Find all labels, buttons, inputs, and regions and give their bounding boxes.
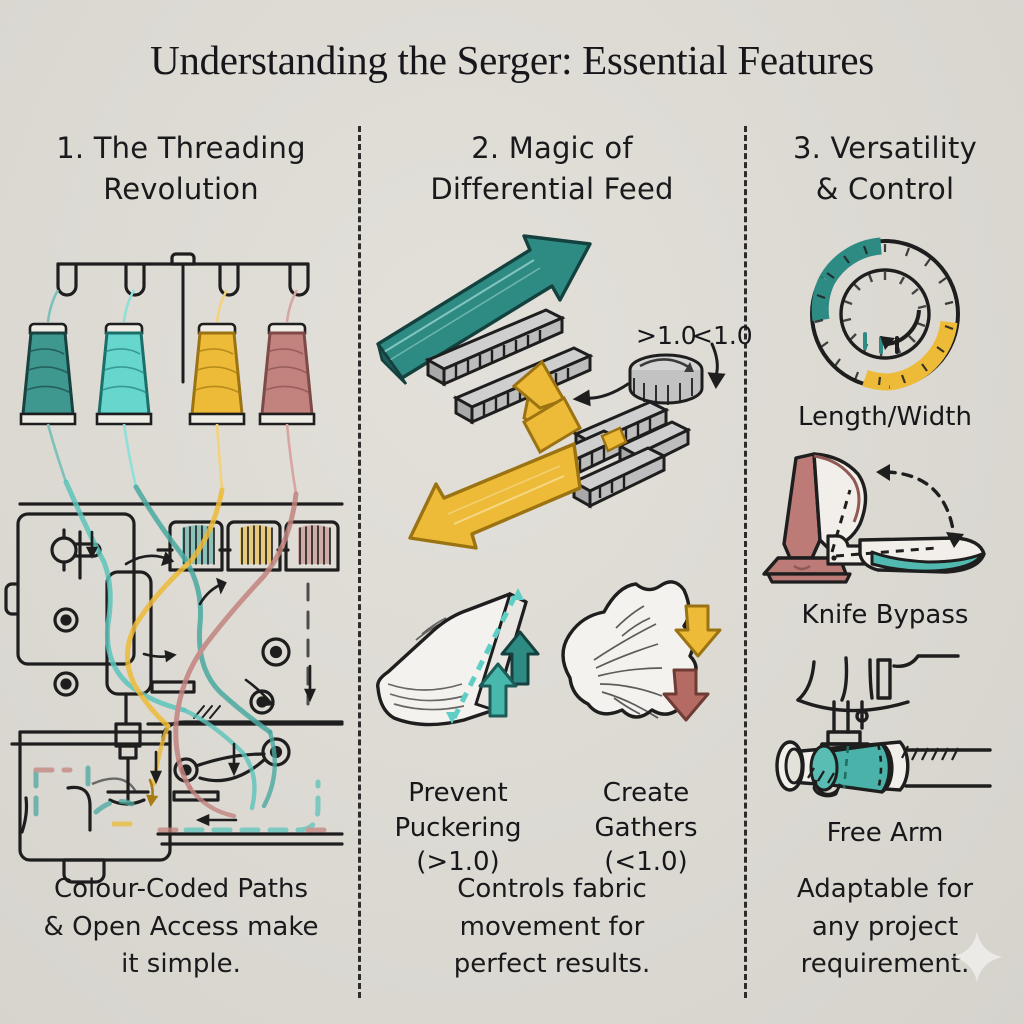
column-differential-feed: 2. Magic of Differential Feed bbox=[364, 128, 753, 1008]
column-1-heading-line-2: Revolution bbox=[103, 172, 259, 207]
feed-arrow-mid bbox=[511, 359, 582, 455]
free-arm-illustration bbox=[750, 644, 1020, 814]
prevent-puckering-line-3: (>1.0) bbox=[416, 847, 500, 878]
thread-cone-4 bbox=[258, 289, 316, 495]
column-3-heading-line-1: 3. Versatility bbox=[793, 131, 977, 165]
column-3-heading-line-2: & Control bbox=[815, 172, 955, 207]
prevent-puckering-line-1: Prevent bbox=[408, 778, 508, 808]
feed-arrow-increase bbox=[376, 234, 592, 385]
stitch-length-width-dial-illustration bbox=[750, 234, 1020, 394]
column-divider-right bbox=[744, 126, 747, 998]
column-2-caption: Controls fabric movement for perfect res… bbox=[364, 871, 740, 984]
create-gathers-line-2: Gathers bbox=[594, 812, 698, 843]
column-2-caption-line-2: movement for bbox=[459, 911, 645, 942]
fabric-example-labels: Prevent Puckering (>1.0) Create Gathers … bbox=[364, 776, 740, 880]
thread-cone-3 bbox=[188, 289, 246, 491]
column-3-heading: 3. Versatility & Control bbox=[750, 128, 1020, 210]
column-1-heading-line-1: 1. The Threading bbox=[56, 131, 306, 165]
label-length-width: Length/Width bbox=[798, 402, 972, 432]
knife-blade-bypassed bbox=[858, 536, 986, 574]
label-decrease: <1.0 bbox=[692, 321, 753, 350]
label-create-gathers: Create Gathers (<1.0) bbox=[552, 776, 740, 880]
column-1-caption-line-2: & Open Access make bbox=[43, 911, 319, 942]
free-arm-cylinder bbox=[775, 740, 910, 798]
column-3-caption-line-3: requirement. bbox=[800, 949, 970, 980]
prevent-puckering-line-2: Puckering bbox=[394, 812, 522, 843]
column-2-heading-line-2: Differential Feed bbox=[430, 172, 674, 207]
gathered-fabric-ruffle bbox=[561, 580, 722, 722]
knife-blade-engaged bbox=[762, 452, 868, 584]
label-prevent-puckering: Prevent Puckering (>1.0) bbox=[364, 776, 552, 880]
feed-dog-upper-1 bbox=[424, 308, 566, 387]
thread-cone-2 bbox=[95, 289, 153, 488]
column-1-caption-line-1: Colour-Coded Paths bbox=[53, 873, 309, 904]
create-gathers-line-1: Create bbox=[602, 778, 690, 808]
create-gathers-line-3: (<1.0) bbox=[604, 847, 688, 878]
thread-cone-1 bbox=[19, 289, 77, 483]
page-title: Understanding the Serger: Essential Feat… bbox=[150, 37, 874, 83]
label-increase: >1.0 bbox=[636, 321, 697, 350]
knife-bypass-illustration bbox=[750, 440, 1020, 590]
fabric-behaviour-examples bbox=[364, 568, 740, 768]
column-2-heading: 2. Magic of Differential Feed bbox=[364, 128, 740, 210]
column-2-heading-line-1: 2. Magic of bbox=[471, 131, 633, 165]
column-3-caption-line-2: any project bbox=[811, 911, 959, 942]
column-divider-left bbox=[358, 126, 361, 998]
column-2-caption-line-1: Controls fabric bbox=[457, 873, 647, 904]
serger-machine-illustration bbox=[4, 232, 354, 884]
label-knife-bypass: Knife Bypass bbox=[801, 600, 969, 630]
column-1-caption: Colour-Coded Paths & Open Access make it… bbox=[8, 871, 354, 984]
column-1-caption-line-3: it simple. bbox=[121, 949, 241, 980]
differential-feed-illustration: >1.0 <1.0 bbox=[364, 232, 753, 562]
feed-arrow-decrease bbox=[408, 442, 582, 550]
column-3-caption-line-1: Adaptable for bbox=[796, 873, 974, 904]
column-versatility: 3. Versatility & Control bbox=[750, 128, 1020, 1008]
column-3-caption: Adaptable for any project requirement. bbox=[750, 871, 1020, 984]
column-threading: 1. The Threading Revolution bbox=[4, 128, 354, 1008]
column-2-caption-line-3: perfect results. bbox=[453, 949, 651, 980]
folded-fabric-smooth bbox=[376, 588, 540, 727]
label-free-arm: Free Arm bbox=[826, 818, 944, 848]
differential-feed-knob bbox=[628, 353, 704, 405]
column-1-heading: 1. The Threading Revolution bbox=[8, 128, 354, 210]
sparkle-icon bbox=[950, 930, 1004, 984]
